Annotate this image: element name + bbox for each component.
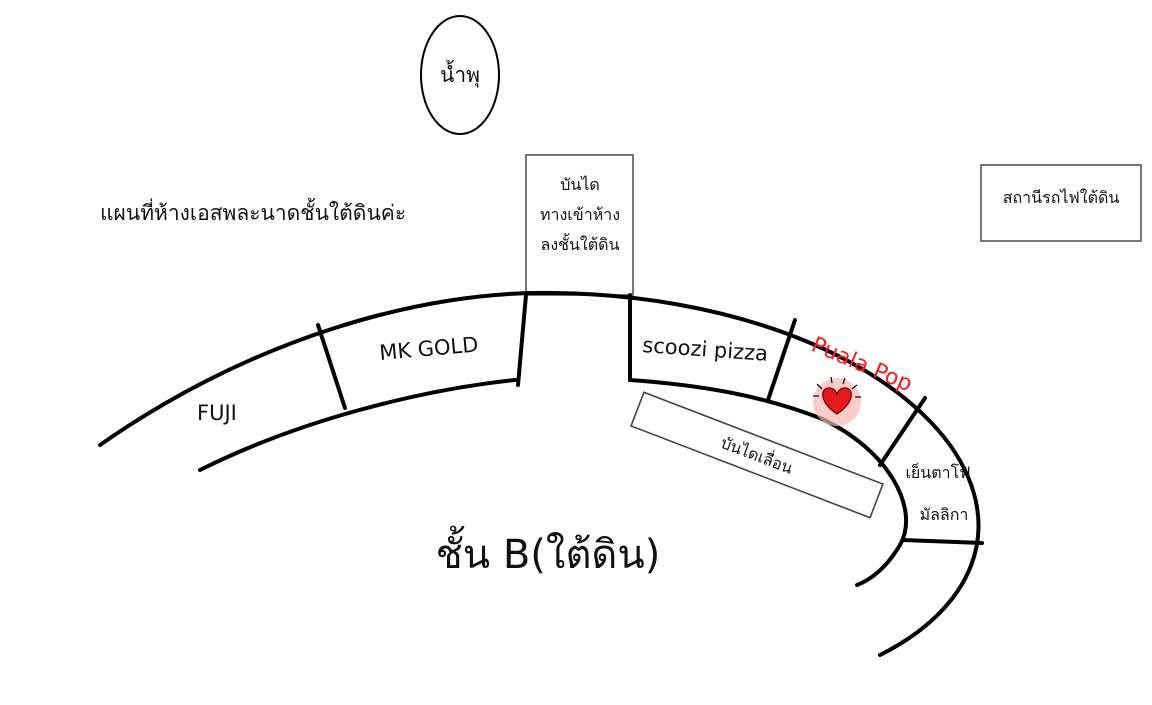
- heart-icon: [813, 376, 861, 426]
- shop-mk-gold: MK GOLD: [378, 332, 479, 365]
- divider-puala-yentafo: [878, 396, 927, 467]
- fountain-label: น้ำพุ: [440, 60, 480, 88]
- shop-fuji: FUJI: [197, 401, 237, 425]
- divider-yentafo-bottom: [901, 538, 984, 545]
- floor-label: ชั้น B(ใต้ดิน): [436, 525, 661, 578]
- shop-yentafo-line1: เย็นตาโฟ: [905, 462, 970, 482]
- map-title: แผนที่ห้างเอสพละนาดชั้นใต้ดินค่ะ: [100, 198, 406, 225]
- inner-wall-right: [628, 378, 909, 587]
- divider-fuji-mk: [316, 323, 347, 410]
- subway-station: สถานีรถไฟใต้ดิน: [980, 164, 1142, 242]
- subway-label: สถานีรถไฟใต้ดิน: [1003, 188, 1120, 207]
- shop-yentafo-line2: มัลลิกา: [920, 505, 969, 524]
- inner-wall: [198, 378, 517, 472]
- fountain: น้ำพุ: [420, 15, 500, 135]
- entrance-label-line3: ลงชั้นใต้ดิน: [541, 233, 620, 254]
- entrance-stairs: บันได ทางเข้าห้าง ลงชั้นใต้ดิน: [525, 154, 634, 296]
- shop-scoozi-pizza: scoozi pizza: [642, 333, 769, 366]
- divider-mk-entrance: [516, 293, 528, 387]
- divider-scoozi-puala: [766, 318, 797, 402]
- entrance-label-line2: ทางเข้าห้าง: [540, 205, 620, 224]
- outer-wall: [98, 290, 981, 657]
- entrance-label-line1: บันได: [560, 175, 600, 194]
